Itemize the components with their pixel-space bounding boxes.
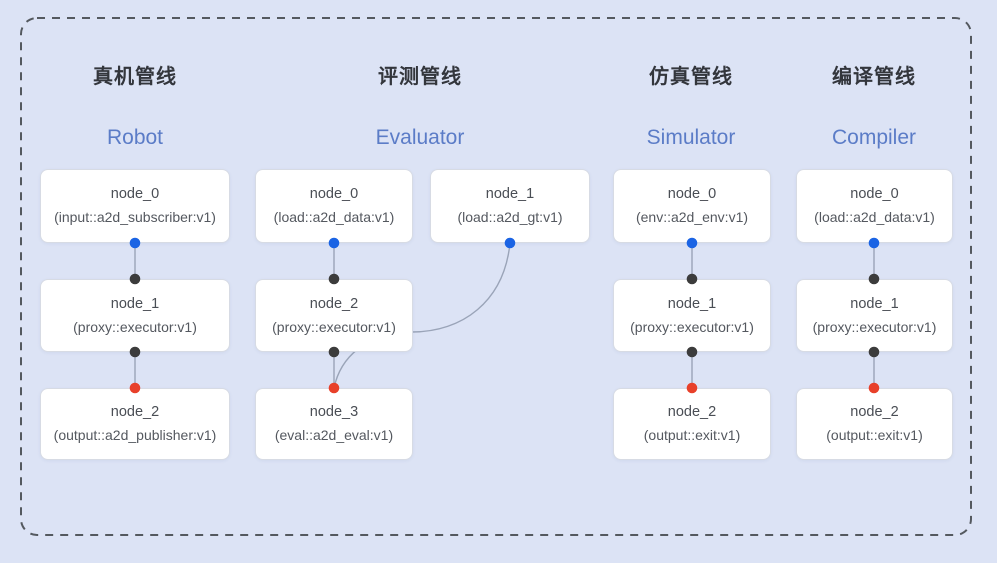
node-name: node_1 bbox=[110, 295, 160, 312]
node-type: (output::a2d_publisher:v1) bbox=[53, 427, 217, 443]
node-name: node_1 bbox=[485, 186, 535, 202]
node-type: (proxy::executor:v1) bbox=[73, 318, 197, 335]
node-type: (output::exit:v1) bbox=[643, 427, 741, 443]
node-box-robot-node_0: node_0(input::a2d_subscriber:v1) bbox=[40, 169, 230, 243]
node-box-compiler-node_2: node_2(output::exit:v1) bbox=[796, 388, 953, 460]
node-box-robot-node_2: node_2(output::a2d_publisher:v1) bbox=[40, 388, 230, 460]
node-box-robot-node_1: node_1(proxy::executor:v1) bbox=[40, 279, 230, 352]
node-box-evaluator-node_2: node_2(proxy::executor:v1) bbox=[255, 279, 413, 352]
node-box-compiler-node_1: node_1(proxy::executor:v1) bbox=[796, 279, 953, 352]
pipeline-title-zh-compiler: 编译管线 bbox=[832, 66, 916, 88]
pipeline-title-zh-robot: 真机管线 bbox=[93, 66, 177, 88]
node-type: (input::a2d_subscriber:v1) bbox=[54, 209, 216, 225]
node-name: node_0 bbox=[309, 186, 359, 202]
pipeline-title-zh-simulator: 仿真管线 bbox=[649, 66, 733, 88]
node-name: node_0 bbox=[667, 186, 717, 202]
node-box-evaluator-node_1: node_1(load::a2d_gt:v1) bbox=[430, 169, 590, 243]
node-type: (load::a2d_data:v1) bbox=[273, 209, 395, 225]
node-name: node_1 bbox=[850, 295, 899, 312]
pipeline-title-en-evaluator: Evaluator bbox=[375, 126, 465, 149]
pipeline-title-zh-evaluator: 评测管线 bbox=[378, 66, 462, 88]
node-type: (eval::a2d_eval:v1) bbox=[274, 427, 394, 443]
node-name: node_2 bbox=[309, 295, 359, 312]
node-name: node_2 bbox=[110, 404, 160, 420]
node-name: node_2 bbox=[850, 404, 899, 420]
node-name: node_0 bbox=[850, 186, 899, 202]
node-box-evaluator-node_3: node_3(eval::a2d_eval:v1) bbox=[255, 388, 413, 460]
node-name: node_3 bbox=[309, 404, 359, 420]
node-box-simulator-node_0: node_0(env::a2d_env:v1) bbox=[613, 169, 771, 243]
node-type: (env::a2d_env:v1) bbox=[635, 209, 749, 225]
node-box-compiler-node_0: node_0(load::a2d_data:v1) bbox=[796, 169, 953, 243]
node-type: (output::exit:v1) bbox=[826, 427, 923, 443]
node-name: node_2 bbox=[667, 404, 717, 420]
node-type: (proxy::executor:v1) bbox=[630, 318, 754, 335]
node-type: (proxy::executor:v1) bbox=[812, 318, 937, 335]
node-type: (proxy::executor:v1) bbox=[272, 318, 396, 335]
node-box-simulator-node_2: node_2(output::exit:v1) bbox=[613, 388, 771, 460]
node-name: node_1 bbox=[667, 295, 717, 312]
pipeline-title-en-compiler: Compiler bbox=[831, 126, 917, 149]
node-box-evaluator-node_0: node_0(load::a2d_data:v1) bbox=[255, 169, 413, 243]
pipeline-title-en-robot: Robot bbox=[106, 126, 164, 149]
node-box-simulator-node_1: node_1(proxy::executor:v1) bbox=[613, 279, 771, 352]
node-name: node_0 bbox=[110, 186, 160, 202]
node-type: (load::a2d_data:v1) bbox=[814, 209, 935, 225]
node-type: (load::a2d_gt:v1) bbox=[457, 209, 563, 225]
pipeline-title-en-simulator: Simulator bbox=[646, 126, 736, 149]
